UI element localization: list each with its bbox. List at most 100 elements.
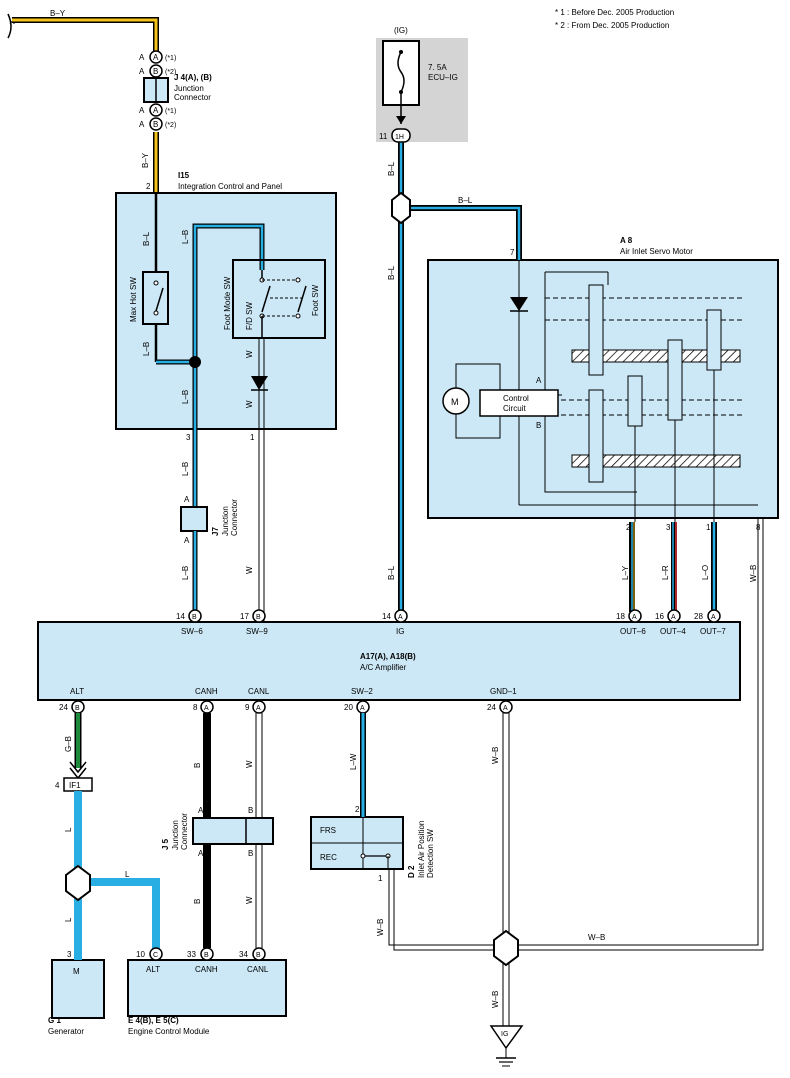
label-bl-branch: B–L: [458, 196, 473, 205]
j7-pin-a-top: A: [184, 495, 190, 504]
pin-33-canh: 33: [187, 950, 196, 959]
pin-1-a8: 1: [706, 523, 711, 532]
diode-icon-2: [510, 297, 528, 311]
wire-wb: [508, 518, 759, 946]
pin-a-left-2: A: [139, 67, 145, 76]
gear-rack-top: [571, 349, 741, 363]
pin-28-out7: 28: [694, 612, 703, 621]
max-hot-sw-label: Max Hot SW: [129, 277, 138, 322]
ecm-pins: [149, 947, 266, 961]
a8-name: Air Inlet Servo Motor: [620, 247, 693, 256]
amp-sw2: SW–2: [351, 687, 373, 696]
wire-l-branch: [78, 878, 160, 950]
j7-junction-connector: [180, 506, 208, 532]
pin-a-canh: A: [204, 705, 209, 712]
label-w-i15: W: [245, 350, 254, 358]
label-lr: L–R: [661, 565, 670, 580]
label-lb-j7-bottom: L–B: [181, 566, 190, 580]
a8-terminal-a: A: [536, 376, 542, 385]
pin-3-a8: 3: [666, 523, 671, 532]
label-lb-i15-mid: L–B: [142, 342, 151, 356]
label-wb-gnd-top: W–B: [491, 747, 500, 764]
pin-b-1: B: [153, 67, 158, 76]
star1-a: (*1): [165, 55, 176, 62]
foot-mode-sw-label: Foot Mode SW: [223, 276, 232, 330]
pin-2-d2: 2: [355, 805, 360, 814]
label-l-branch: L: [125, 870, 130, 879]
fuse-rating: 7. 5A: [428, 63, 447, 72]
label-wb-horizontal: W–B: [588, 933, 605, 942]
amp-alt: ALT: [70, 687, 84, 696]
j7-id: J7: [211, 527, 220, 536]
pin-2-i15: 2: [146, 182, 151, 191]
pin-3-g1: 3: [67, 950, 72, 959]
label-lb-i15-low: L–B: [181, 390, 190, 404]
j5-line1: Junction: [171, 820, 180, 850]
label-l-2: L: [64, 917, 73, 922]
pin-3-i15: 3: [186, 433, 191, 442]
amp-out4: OUT–4: [660, 627, 686, 636]
label-b-canh-top: B: [193, 763, 202, 768]
if1-label: IF1: [69, 781, 81, 790]
ecm-canh: CANH: [195, 965, 218, 974]
amp-sw6: SW–6: [181, 627, 203, 636]
j5-pin-a-bottom: A: [198, 849, 204, 858]
label-bl-i15: B–L: [142, 231, 151, 246]
j4-id: J 4(A), (B): [174, 73, 212, 82]
pin-8-canh: 8: [193, 703, 198, 712]
pin-17-sw9: 17: [240, 612, 249, 621]
motor-m: M: [451, 397, 459, 407]
foot-mode-switch: [232, 259, 326, 339]
pin-a-out6: A: [632, 614, 637, 621]
label-lb-i15-top: L–B: [181, 230, 190, 244]
label-b-canh-low: B: [193, 899, 202, 904]
pin-c-alt: C: [153, 952, 158, 959]
pin-2-a8: 2: [626, 523, 631, 532]
wire-wb-gnd: [502, 713, 510, 1028]
ecm-id: E 4(B), E 5(C): [128, 1016, 179, 1025]
label-w-canl-low: W: [245, 896, 254, 904]
label-lo: L–O: [701, 565, 710, 580]
pin-a-1: A: [153, 53, 159, 62]
pin-a-ig: A: [398, 614, 403, 621]
pin-8-a8: 8: [756, 523, 761, 532]
star2-a: (*2): [165, 69, 176, 76]
pin-b-sw9: B: [256, 614, 261, 621]
generator-box: [51, 959, 105, 1019]
ig-pin-1h: [391, 128, 411, 143]
splice-point: [189, 356, 201, 368]
label-wb-gnd-low: W–B: [491, 991, 500, 1008]
j7-pin-a-bottom: A: [184, 536, 190, 545]
pin-34-canl: 34: [239, 950, 248, 959]
label-ly: L–Y: [621, 565, 630, 580]
pin-a-out7: A: [711, 614, 716, 621]
amp-out6: OUT–6: [620, 627, 646, 636]
pin-b-canl: B: [256, 952, 261, 959]
pin-a-left-3: A: [139, 106, 145, 115]
j5-junction-connector: [192, 817, 274, 845]
fd-sw-label: F/D SW: [245, 302, 254, 330]
label-l-1: L: [64, 827, 73, 832]
amp-top-pins: [188, 609, 721, 623]
label-wb-d2: W–B: [376, 919, 385, 936]
integration-control-panel-box: [115, 192, 337, 430]
j4-line1: Junction: [174, 84, 204, 93]
j5-pin-b-bottom: B: [248, 849, 253, 858]
note-from-dec-2005: * 2 : From Dec. 2005 Production: [555, 21, 669, 30]
pin-4-if1: 4: [55, 781, 60, 790]
j5-line2: Connector: [180, 813, 189, 850]
amp-id: A17(A), A18(B): [360, 652, 416, 661]
star2-b: (*2): [165, 122, 176, 129]
pin-1-i15: 1: [250, 433, 255, 442]
amp-out7: OUT–7: [700, 627, 726, 636]
pin-14-sw6: 14: [176, 612, 185, 621]
pin-24-alt: 24: [59, 703, 68, 712]
ecm-canl: CANL: [247, 965, 269, 974]
label-w-canl-top: W: [245, 760, 254, 768]
label-lb-j7-top: L–B: [181, 462, 190, 476]
wire-bl-branch: [401, 205, 522, 260]
gear-rack-bottom: [571, 454, 741, 468]
pin-20-sw2: 20: [344, 703, 353, 712]
amp-gnd1: GND–1: [490, 687, 517, 696]
